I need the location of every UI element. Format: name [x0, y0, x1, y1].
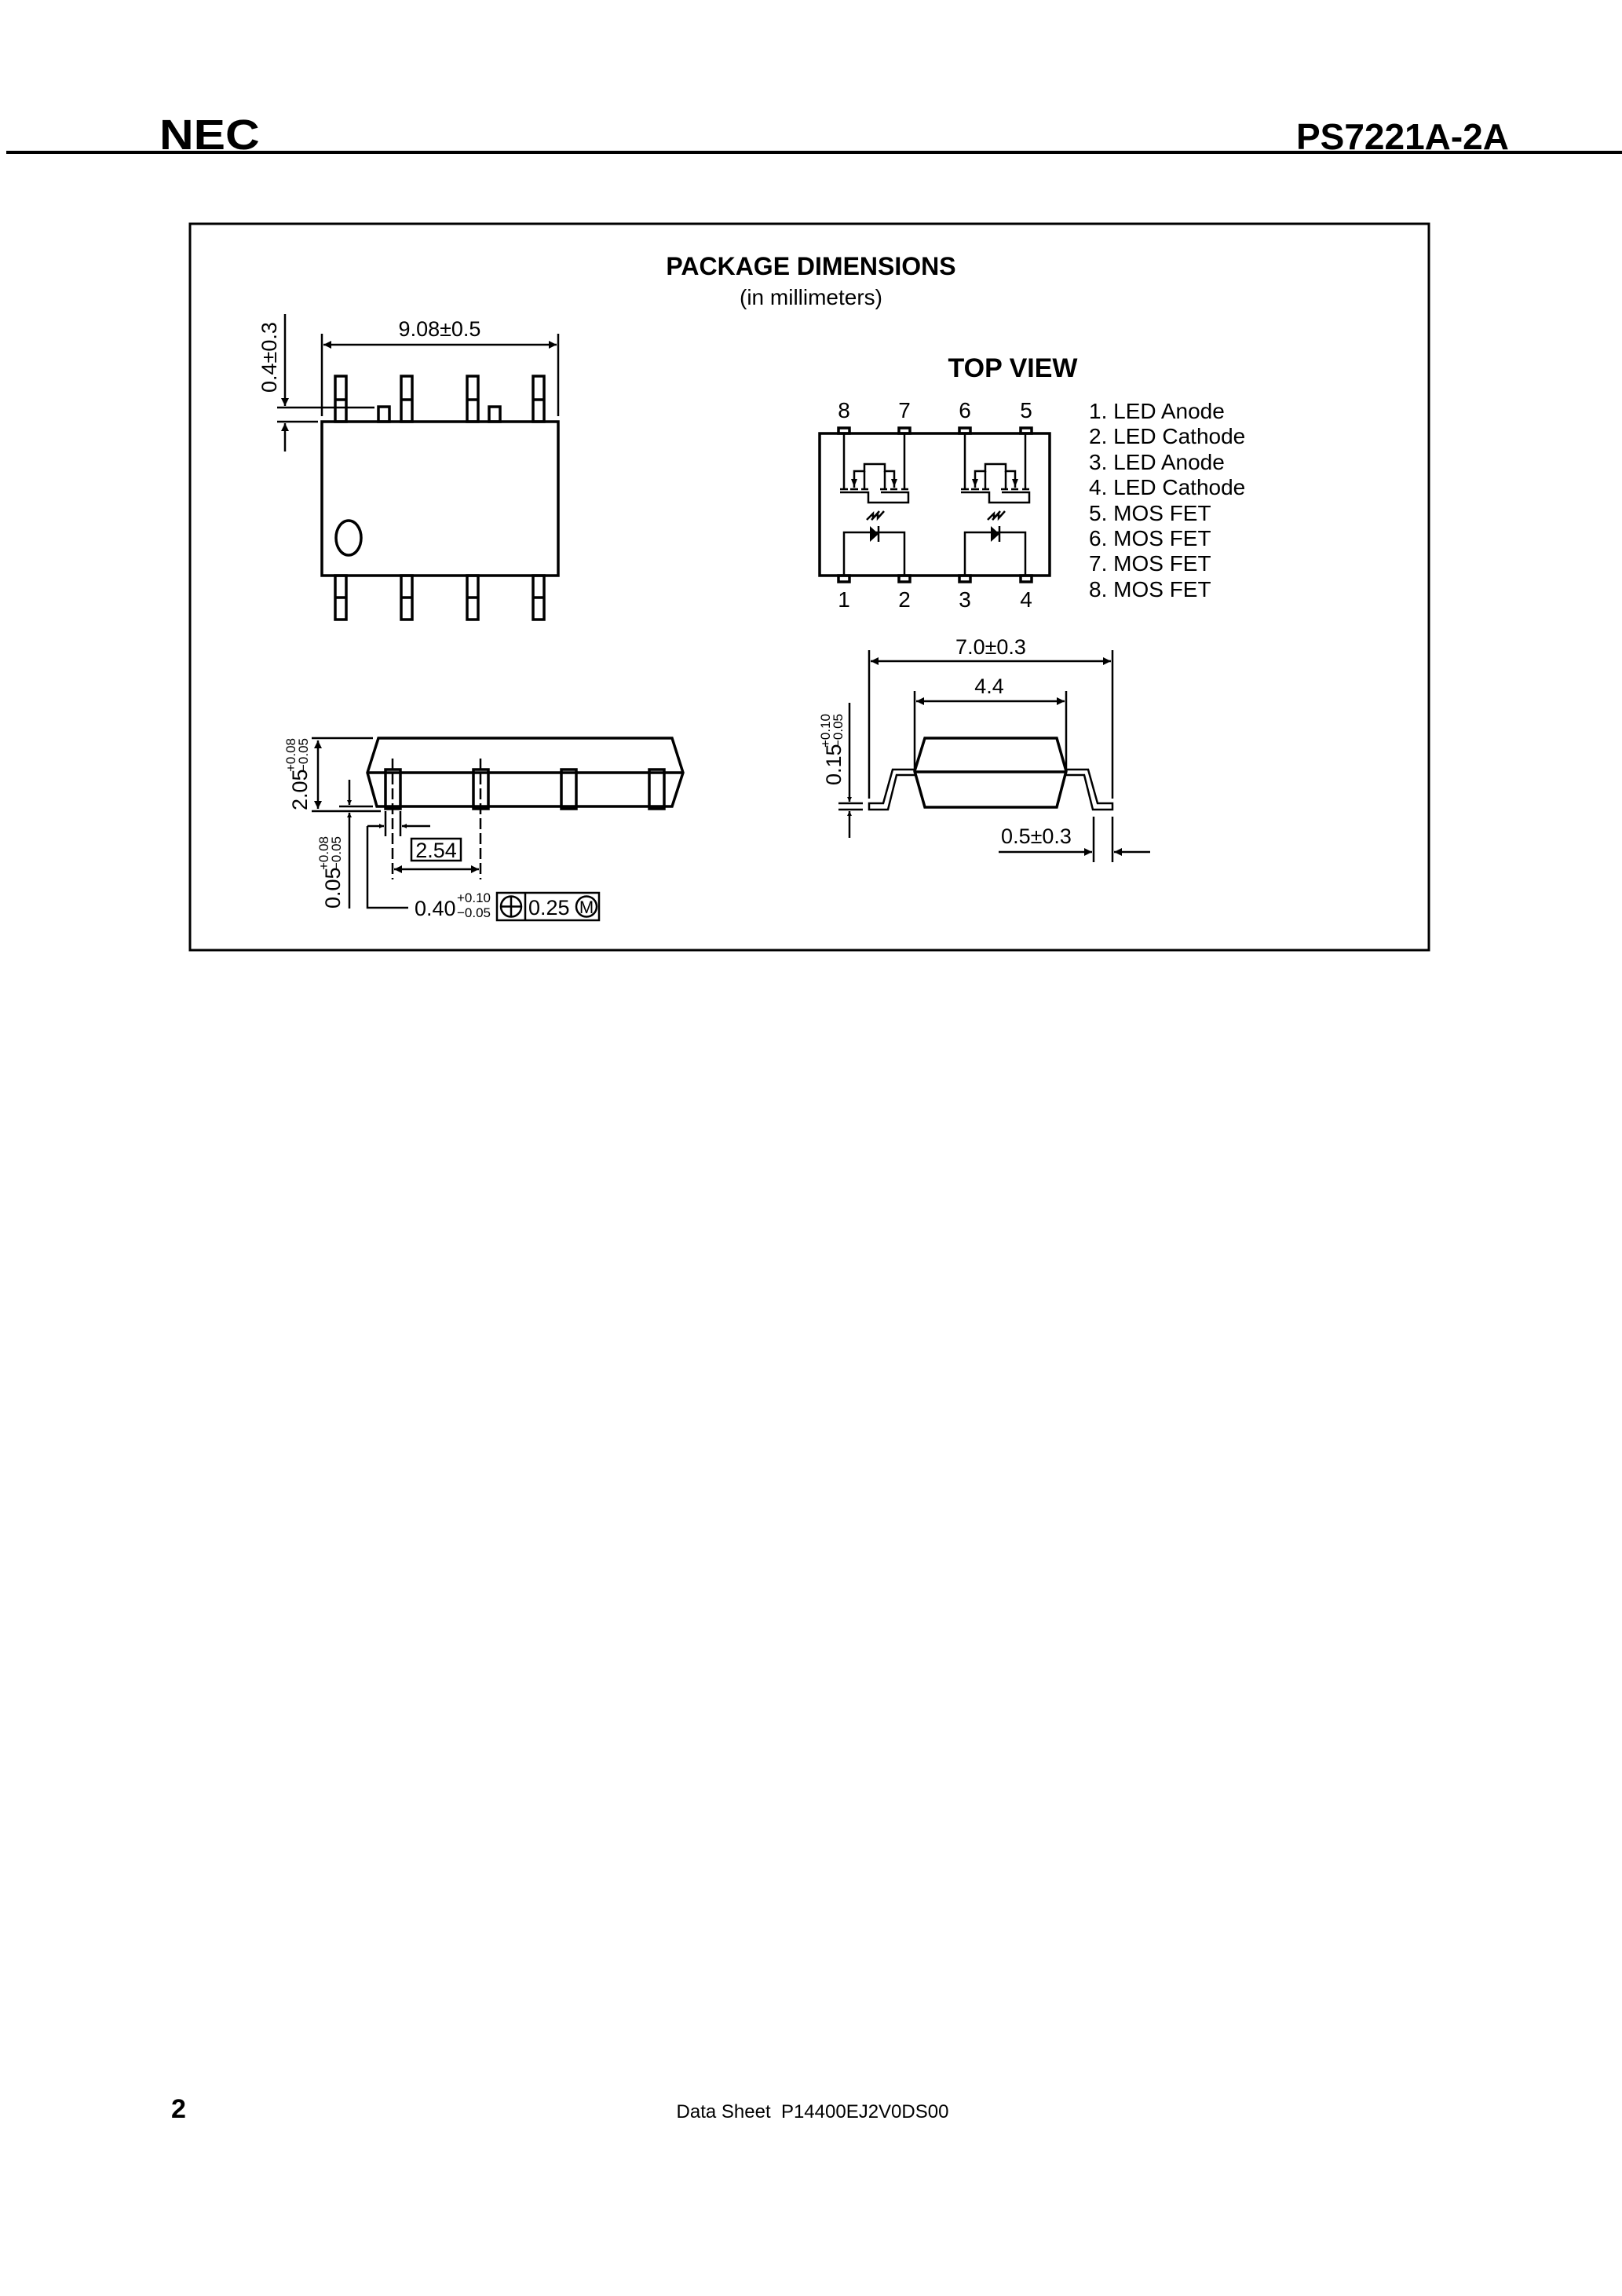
position-tolerance-frame [495, 891, 601, 922]
pin-legend-item: 5. MOS FET [1089, 501, 1211, 525]
top-leads [334, 375, 546, 423]
pin-number: 1 [838, 587, 850, 612]
page-header: NEC PS7221A-2A [6, 112, 1622, 159]
pin-number: 8 [838, 398, 850, 422]
lead-width-tol-minus: −0.05 [457, 905, 491, 920]
mosfet-led-channel-2 [961, 433, 1031, 576]
figure-frame [188, 222, 1430, 952]
package-end-view: 7.0±0.3 4.4 0.15 +0.10 −0.05 0.5±0.3 [818, 635, 1150, 862]
package-side-view: 2.05 +0.08 −0.05 0.05 +0.08 −0.05 0.40 +… [283, 737, 685, 922]
package-plan-view: 9.08±0.5 0.4±0.3 [258, 314, 560, 621]
pin-legend-item: 1. LED Anode [1089, 399, 1225, 423]
overall-width-dimension: 7.0±0.3 [955, 635, 1026, 659]
pin-number: 5 [1020, 398, 1032, 422]
pin-number: 2 [898, 587, 911, 612]
mmc-symbol-icon [575, 895, 598, 918]
figure-title: PACKAGE DIMENSIONS [666, 252, 955, 280]
pin-legend-item: 2. LED Cathode [1089, 424, 1245, 448]
length-dimension: 9.08±0.5 [399, 317, 481, 341]
lead-width-dimension: 0.40 [415, 897, 456, 920]
top-view-schematic: 8 7 6 5 1 2 3 4 [818, 398, 1051, 612]
package-body [320, 420, 560, 577]
mosfet-1-icon [853, 462, 896, 488]
pin-legend-item: 7. MOS FET [1089, 551, 1211, 576]
height-dimension: 2.05 [288, 769, 312, 810]
header-rule [6, 151, 1622, 154]
mosfet-led-channel-1 [840, 433, 910, 576]
pitch-dimension: 2.54 [415, 839, 457, 862]
pin-number: 7 [898, 398, 911, 422]
led-1-icon [870, 526, 879, 542]
pin-legend-item: 8. MOS FET [1089, 577, 1211, 601]
lead-width-tol-plus: +0.10 [457, 890, 491, 905]
lead-foot-dimension: 0.5±0.3 [1001, 824, 1072, 848]
part-number: PS7221A-2A [1296, 116, 1509, 157]
pin-legend: 1. LED Anode 2. LED Cathode 3. LED Anode… [1089, 399, 1245, 601]
material-condition: M [579, 898, 594, 917]
standoff-tol-plus: +0.08 [316, 836, 331, 870]
top-view-title: TOP VIEW [948, 353, 1078, 383]
pin-legend-item: 6. MOS FET [1089, 526, 1211, 550]
pin-legend-item: 3. LED Anode [1089, 450, 1225, 474]
lead-thickness-tol-plus: +0.10 [818, 714, 833, 748]
pin-legend-item: 4. LED Cathode [1089, 475, 1245, 499]
standoff-dimension: 0.05 [321, 867, 345, 909]
figure-subtitle: (in millimeters) [740, 285, 882, 309]
led-2-icon [991, 526, 999, 542]
lead-thickness-tol-minus: −0.05 [831, 714, 846, 748]
pin-number: 3 [959, 587, 971, 612]
schematic-body [818, 432, 1051, 577]
page-number: 2 [171, 2094, 186, 2124]
height-tol-minus: −0.05 [296, 738, 311, 772]
body-width-dimension: 4.4 [974, 675, 1004, 698]
standoff-tol-minus: −0.05 [329, 836, 344, 870]
lead-offset-dimension: 0.4±0.3 [258, 322, 281, 393]
pin-number: 6 [959, 398, 971, 422]
pin-number: 4 [1020, 587, 1032, 612]
pin1-marker [334, 519, 363, 557]
lead-thickness-dimension: 0.15 [822, 744, 846, 785]
doc-label: Data Sheet P14400EJ2V0DS00 [677, 2101, 949, 2122]
bottom-leads [334, 574, 546, 621]
height-tol-plus: +0.08 [283, 738, 298, 772]
mosfet-2-icon [974, 462, 1017, 488]
position-tolerance-value: 0.25 [528, 896, 570, 919]
